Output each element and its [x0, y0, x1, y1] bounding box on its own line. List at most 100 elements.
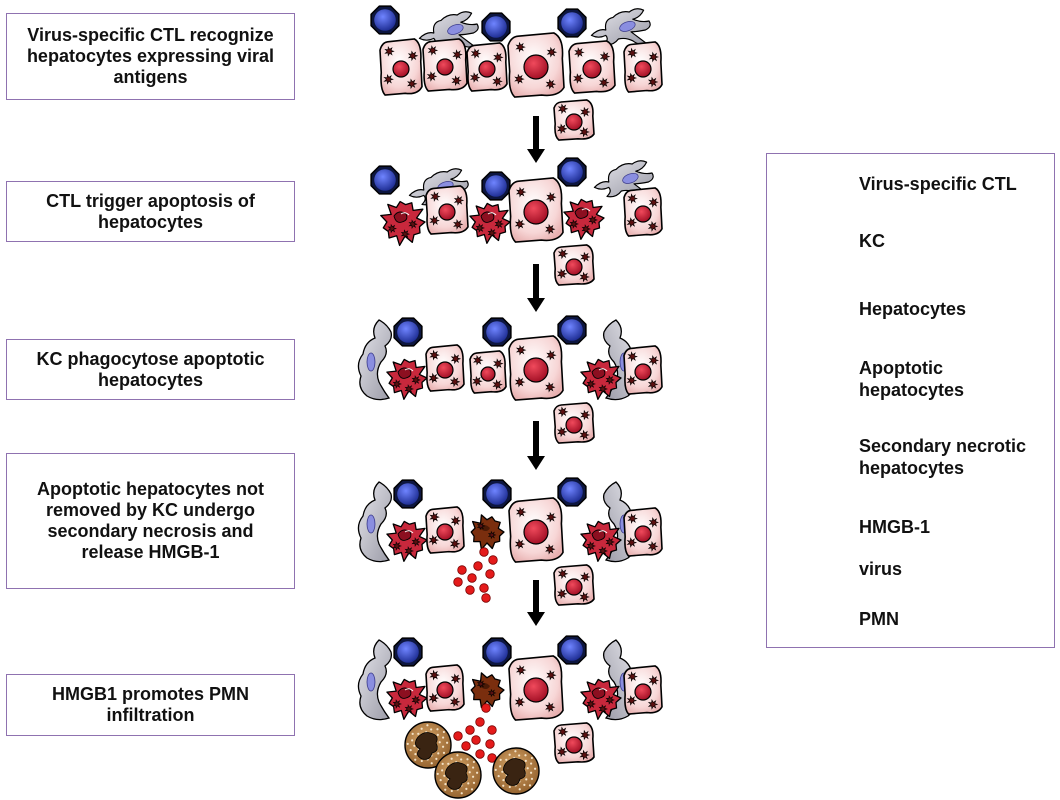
virus-icon: [627, 193, 638, 204]
virus-icon: [626, 217, 638, 228]
hepatocyte: [568, 40, 616, 94]
hepatocyte: [469, 350, 507, 394]
nucleus: [392, 60, 410, 78]
hepatocyte: [553, 99, 595, 141]
step-1-text: Virus-specific CTL recognize hepatocytes…: [26, 25, 275, 87]
virus-icon: [557, 426, 568, 438]
hmgb1-molecule: [481, 703, 491, 713]
hepatocyte: [422, 38, 468, 92]
nucleus: [565, 578, 583, 596]
virus-icon: [492, 379, 503, 390]
virus-icon: [449, 696, 461, 708]
virus-icon: [392, 379, 402, 389]
virus-icon: [487, 228, 497, 238]
virus-icon: [429, 511, 440, 523]
hepatocyte: [623, 41, 663, 93]
hepatocyte: [553, 402, 595, 444]
virus-icon: [449, 376, 461, 388]
virus-icon: [450, 515, 462, 527]
legend-label-hepatocytes: Hepatocytes: [859, 299, 967, 319]
legend-label-necrotic: Secondary necrotic hepatocytes: [859, 436, 1027, 478]
ctl-cell: [557, 8, 587, 38]
hepatocyte: [553, 244, 595, 286]
virus-icon: [514, 538, 526, 550]
virus-icon: [411, 375, 421, 385]
hepatocyte: [379, 38, 423, 96]
virus-icon: [452, 49, 463, 60]
nucleus: [582, 59, 602, 79]
virus-icon: [453, 219, 464, 230]
hmgb1-molecule: [465, 725, 475, 735]
hmgb1-molecule: [453, 577, 463, 587]
virus-icon: [648, 197, 660, 208]
virus-icon: [450, 673, 462, 685]
virus-icon: [647, 379, 659, 390]
virus-icon: [451, 75, 462, 86]
virus-icon: [400, 229, 411, 239]
virus-icon: [574, 47, 585, 58]
virus-icon: [605, 695, 615, 705]
necrotic-hepatocyte: [470, 514, 505, 551]
virus-icon: [514, 218, 526, 230]
ctl-cell: [557, 315, 587, 345]
hepatocyte: [623, 507, 663, 557]
virus-icon: [515, 664, 527, 676]
virus-icon: [546, 191, 557, 203]
virus-icon: [470, 48, 482, 59]
legend-label-kc: KC: [859, 231, 885, 251]
virus-icon: [392, 699, 402, 709]
kupffer-cell-phagocytosing: [357, 481, 393, 563]
ctl-cell: [482, 479, 512, 509]
ctl-cell: [393, 637, 423, 667]
nucleus: [565, 416, 583, 434]
virus-icon: [580, 729, 591, 741]
hmgb1-release-stage-4: [453, 547, 498, 603]
ctl-cell: [393, 479, 423, 509]
virus-icon: [648, 51, 660, 63]
virus-icon: [545, 78, 557, 90]
apoptotic-hepatocyte: [386, 678, 428, 720]
virus-icon: [557, 123, 568, 135]
nucleus: [523, 519, 549, 545]
virus-icon: [579, 429, 590, 441]
hmgb1-molecule: [485, 569, 495, 579]
nucleus: [634, 683, 652, 701]
virus-icon: [428, 692, 440, 704]
virus-icon: [557, 588, 568, 600]
hepatocyte: [425, 185, 469, 235]
virus-icon: [546, 669, 557, 681]
nucleus: [565, 113, 583, 131]
virus-icon: [648, 675, 660, 686]
hmgb1-molecule: [479, 583, 489, 593]
step-2-box: CTL trigger apoptosis of hepatocytes: [6, 181, 295, 242]
virus-icon: [469, 72, 481, 83]
hepatocyte: [508, 655, 564, 721]
apoptotic-hepatocyte: [380, 200, 426, 247]
virus-icon: [429, 349, 440, 361]
virus-icon: [407, 78, 418, 90]
kupffer-cell: [590, 8, 651, 46]
virus-icon: [404, 384, 414, 394]
stage-4: [357, 477, 663, 606]
hepatocyte: [466, 42, 508, 92]
virus-icon: [598, 546, 608, 556]
virus-icon: [557, 406, 569, 418]
virus-icon: [573, 73, 584, 84]
ctl-cell: [393, 317, 423, 347]
virus-icon: [429, 669, 440, 681]
virus-icon: [515, 506, 527, 518]
hmgb1-molecule: [475, 749, 485, 759]
virus-icon: [626, 695, 638, 706]
hepatocyte: [425, 506, 465, 554]
stage-3: [357, 315, 663, 444]
virus-icon: [598, 384, 608, 394]
nucleus: [436, 681, 454, 699]
virus-icon: [627, 47, 638, 59]
nucleus: [634, 60, 652, 78]
pmn-cell: [434, 751, 482, 799]
virus-icon: [627, 671, 638, 682]
nucleus: [438, 203, 456, 221]
hmgb1-molecule: [457, 565, 467, 575]
nucleus: [565, 258, 583, 276]
nucleus: [523, 54, 549, 80]
